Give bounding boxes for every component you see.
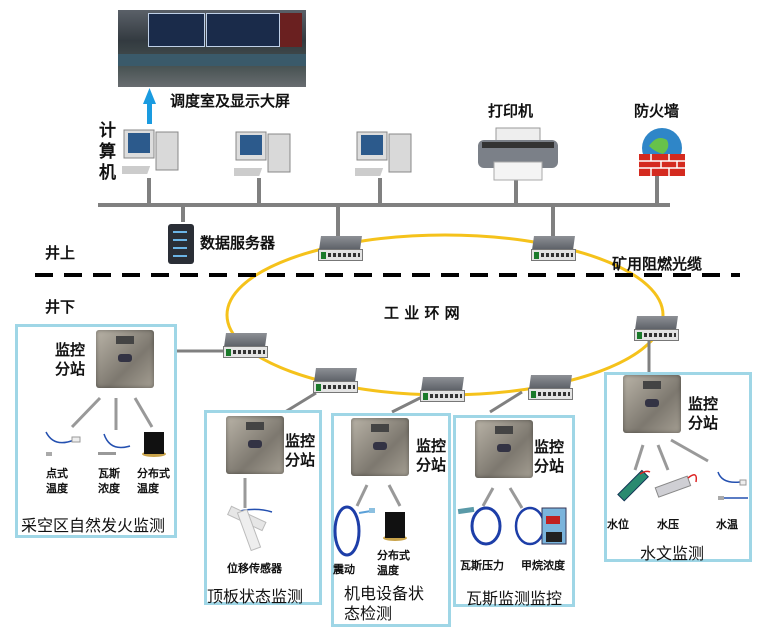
network-switch	[420, 377, 465, 402]
link-station3	[391, 394, 425, 414]
sensor-label: 甲烷浓度	[521, 559, 565, 572]
distributed-temperature-sensor-icon	[140, 428, 168, 458]
network-switch	[531, 236, 576, 261]
gas-pressure-sensor-icon	[456, 504, 510, 550]
station-title: 水文监测	[640, 544, 705, 563]
ring-network-label: 工 业 环 网	[384, 304, 460, 322]
link-station2	[284, 391, 317, 414]
underground-label: 井下	[45, 298, 76, 316]
printer-icon	[476, 126, 560, 182]
firewall-icon	[637, 126, 687, 178]
sensor-label: 位移传感器	[227, 562, 282, 575]
monitoring-substation-icon	[226, 416, 284, 474]
computer-icon	[219, 130, 294, 180]
station-group-electromechanical	[331, 413, 451, 627]
link-station4	[489, 390, 523, 414]
substation-label: 监控分站	[55, 341, 86, 378]
station-title: 瓦斯监测监控	[466, 589, 563, 608]
server-label: 数据服务器	[200, 234, 276, 252]
network-switch	[223, 333, 268, 358]
sensor-label: 点式温度	[46, 467, 68, 495]
network-switch	[318, 236, 363, 261]
distributed-temperature-sensor-icon	[381, 508, 409, 542]
substation-label: 监控分站	[416, 437, 447, 474]
gas-concentration-sensor-icon	[96, 432, 136, 460]
above-ground-label: 井上	[45, 244, 76, 262]
sensor-label: 震动	[333, 563, 355, 576]
network-switch	[313, 368, 358, 393]
led-panel	[280, 13, 302, 47]
vibration-sensor-icon	[333, 503, 379, 559]
water-temperature-sensor-icon	[714, 470, 750, 504]
point-temperature-sensor-icon	[44, 428, 84, 458]
monitoring-substation-icon	[623, 375, 681, 433]
station-title: 采空区自然发火监测	[21, 516, 166, 535]
sensor-label: 分布式温度	[377, 549, 410, 577]
methane-concentration-sensor-icon	[512, 502, 570, 550]
sensor-label: 水位	[607, 518, 629, 531]
fiber-cable-label: 矿用阻燃光缆	[612, 255, 703, 273]
monitoring-substation-icon	[96, 330, 154, 388]
substation-label: 监控分站	[534, 438, 565, 475]
network-switch	[634, 316, 679, 341]
substation-label: 监控分站	[285, 432, 316, 469]
computer-label: 计算机	[99, 121, 116, 183]
display-screen-left	[148, 13, 205, 47]
station-group-roof	[204, 410, 322, 605]
displacement-sensor-icon	[222, 504, 278, 554]
firewall-label: 防火墙	[634, 102, 680, 120]
station-title: 顶板状态监测	[207, 587, 304, 606]
substation-label: 监控分站	[688, 395, 719, 432]
station-group-goaf-fire	[15, 324, 177, 538]
station-title: 机电设备状态检测	[344, 584, 425, 623]
monitoring-substation-icon	[351, 418, 409, 476]
control-room-label: 调度室及显示大屏	[170, 92, 291, 110]
station-group-hydrology	[604, 372, 752, 562]
sensor-label: 水压	[657, 518, 679, 531]
control-room-image	[118, 10, 306, 87]
sensor-label: 瓦斯压力	[460, 559, 504, 572]
console-desk	[118, 54, 306, 66]
sensor-label: 分布式温度	[137, 467, 170, 495]
network-switch	[528, 375, 573, 400]
upload-arrow-icon	[143, 88, 156, 124]
sensor-label: 瓦斯浓度	[98, 467, 120, 495]
computer-icon	[340, 130, 415, 180]
station-group-gas	[453, 415, 575, 607]
display-screen-right	[206, 13, 280, 47]
water-pressure-sensor-icon	[652, 466, 702, 504]
computer-icon	[107, 128, 182, 178]
printer-label: 打印机	[488, 102, 534, 120]
sensor-label: 水温	[716, 518, 738, 531]
water-level-sensor-icon	[612, 468, 652, 506]
monitoring-substation-icon	[475, 420, 533, 478]
server-icon	[166, 222, 196, 266]
